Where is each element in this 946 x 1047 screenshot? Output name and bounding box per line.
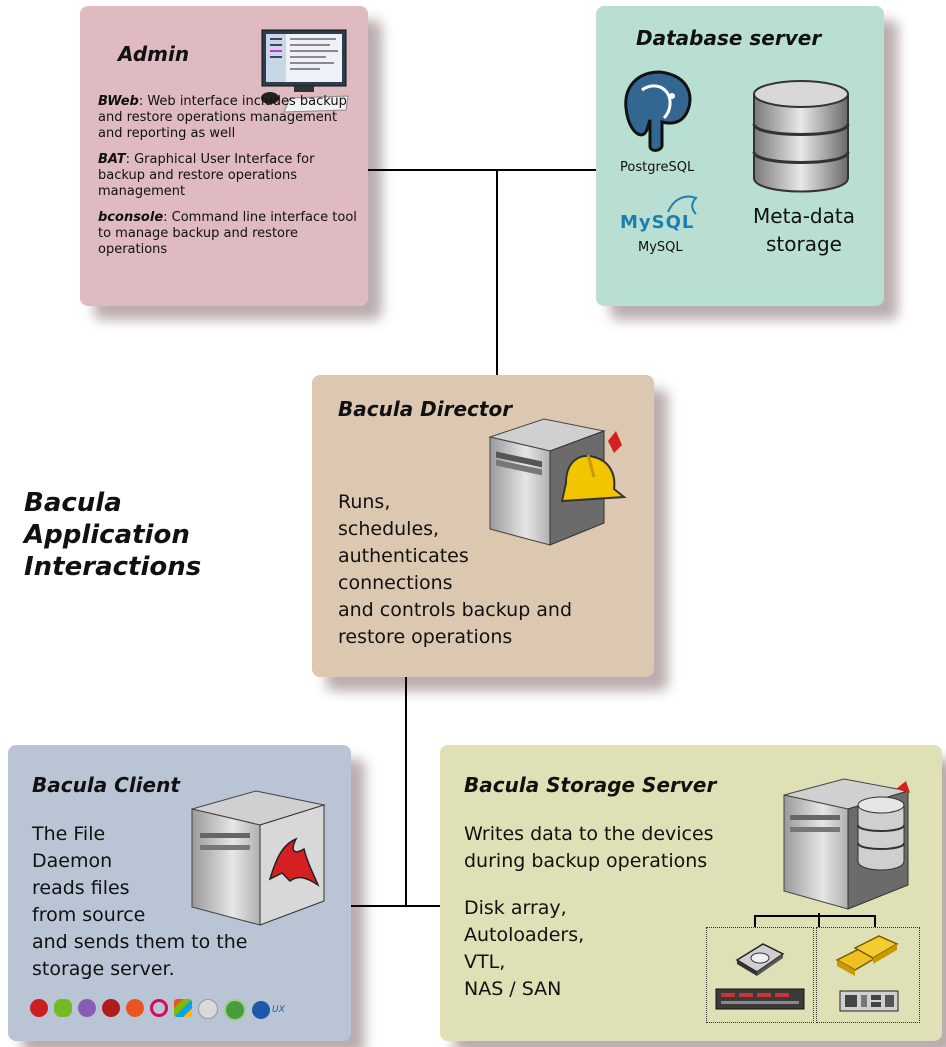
postgresql-label: PostgreSQL [620,160,695,175]
device-connector-vertical [818,913,820,927]
debian-icon [150,999,168,1017]
client-line-4: from source [32,904,146,926]
postgresql-icon [624,70,692,152]
rack-storage-icon [715,988,805,1010]
director-server-icon [488,418,627,546]
storage-device-4: NAS / SAN [464,978,562,1000]
admin-box: Admin BWeb: Web interface includes backu… [80,6,368,306]
client-line-3: reads files [32,877,130,899]
hpux-label: UX [272,1005,285,1015]
admin-item-bconsole-name: bconsole [98,210,164,225]
admin-item-bat: BAT: Graphical User Interface for backup… [98,152,363,200]
apple-icon [198,999,218,1019]
storage-line-2: during backup operations [464,850,708,872]
storage-device-2: Autoloaders, [464,924,585,946]
os-icon-row: UX [30,999,285,1021]
client-server-icon [191,790,326,926]
director-line-3: authenticates [338,545,469,567]
diagram-title-line1: Bacula [24,488,122,518]
autoloader-group [816,927,920,1023]
director-text: Runs, schedules, authenticates connectio… [338,489,572,651]
diagram-title-line2: Application [24,520,190,550]
admin-item-bweb-text: : Web interface includes backup and rest… [98,94,347,141]
director-line-2: schedules, [338,518,440,540]
storage-line-1: Writes data to the devices [464,823,714,845]
storage-description: Writes data to the devices during backup… [464,821,714,875]
client-title: Bacula Client [32,773,180,797]
database-storage-icon [752,80,850,193]
client-line-6: storage server. [32,958,175,980]
hard-disk-icon [735,943,785,976]
mysql-label: MySQL [638,240,683,255]
dolphin-icon [667,195,698,215]
storage-box: Bacula Storage Server Writes data to the… [440,745,942,1041]
admin-item-bconsole-text: : Command line interface tool to manage … [98,210,357,257]
admin-item-bconsole: bconsole: Command line interface tool to… [98,210,363,258]
connector-client-storage [351,905,441,907]
metadata-storage-label: Meta-data storage [734,202,874,258]
client-line-5: and sends them to the [32,931,248,953]
client-text: The File Daemon reads files from source … [32,821,247,983]
device-connector-right [874,915,876,927]
storage-device-3: VTL, [464,951,506,973]
storage-device-1: Disk array, [464,897,567,919]
storage-server-icon [783,778,910,910]
client-line-1: The File [32,823,106,845]
metadata-storage-line1: Meta-data [753,204,855,228]
slackware-icon [78,999,96,1017]
tape-library-icon [839,990,899,1012]
director-title: Bacula Director [338,397,513,421]
storage-devices: Disk array, Autoloaders, VTL, NAS / SAN [464,895,584,1003]
admin-item-bweb-name: BWeb [98,94,139,109]
storage-title: Bacula Storage Server [464,773,717,797]
aix-icon [224,999,246,1021]
diagram-title-line3: Interactions [24,552,202,582]
director-box: Bacula Director Runs, schedules, authent… [312,375,654,677]
hpux-icon: UX [252,999,285,1021]
device-connector-horizontal [754,915,876,917]
admin-item-bat-text: : Graphical User Interface for backup an… [98,152,315,199]
mysql-logo: MySQL [620,212,695,233]
device-connector-left [754,915,756,927]
workstation-icon [261,29,349,113]
admin-item-bweb: BWeb: Web interface includes backup and … [98,94,363,142]
client-line-2: Daemon [32,850,113,872]
metadata-storage-line2: storage [766,232,842,256]
admin-title: Admin [118,42,190,66]
connector-admin-db [368,169,596,171]
windows-icon [174,999,192,1017]
redhat-icon [30,999,48,1017]
disk-array-group [706,927,814,1023]
freebsd-icon [102,999,120,1017]
admin-item-bat-name: BAT [98,152,126,167]
client-box: Bacula Client The File Daemon reads file… [8,745,351,1041]
director-line-5: and controls backup and [338,599,573,621]
ubuntu-icon [126,999,144,1017]
connector-director-down [405,676,407,906]
director-line-4: connections [338,572,453,594]
tape-cartridge-icon [835,935,899,976]
connector-to-director [496,170,498,376]
opensuse-icon [54,999,72,1017]
diagram-title: Bacula Application Interactions [24,487,201,583]
director-line-6: restore operations [338,626,513,648]
director-line-1: Runs, [338,491,391,513]
admin-list: BWeb: Web interface includes backup and … [98,94,363,268]
database-title: Database server [636,26,822,50]
database-box: Database server PostgreSQL MySQL MySQL M… [596,6,884,306]
